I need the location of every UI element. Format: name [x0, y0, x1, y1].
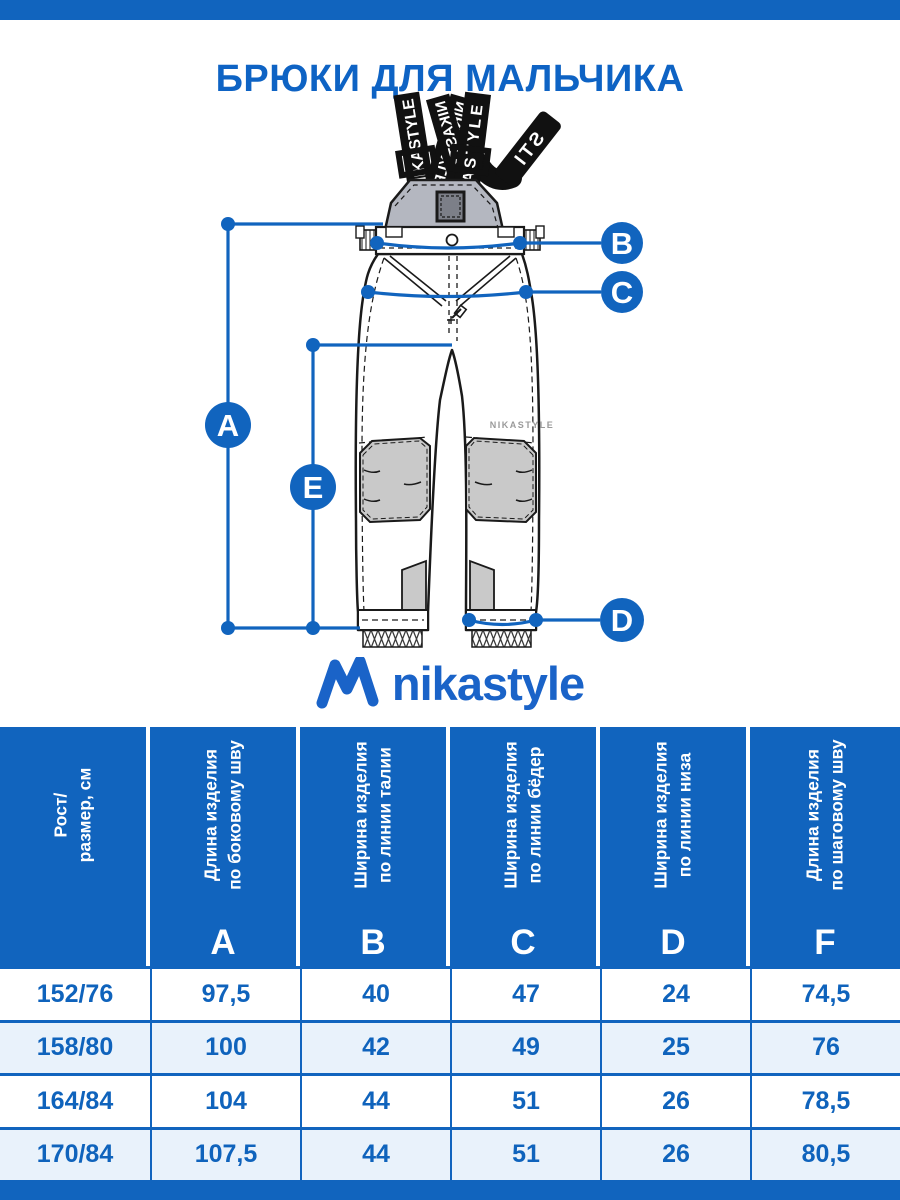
- table-row: 152/76 97,5 40 47 24 74,5: [0, 966, 900, 1020]
- row-size: 164/84: [36, 1086, 114, 1115]
- waistband: [355, 225, 545, 256]
- size-table-header: Рост/ размер, см Длина изделия по боково…: [0, 727, 900, 966]
- size-table-body: 152/76 97,5 40 47 24 74,5 158/80 100 42 …: [0, 966, 900, 1180]
- row-value-d: 26: [600, 1129, 750, 1180]
- header-letter-b: B: [360, 923, 386, 962]
- svg-text:B: B: [611, 226, 633, 261]
- row-value-c: 51: [450, 1129, 600, 1180]
- row-value-a: 104: [150, 1076, 300, 1127]
- size-table: Рост/ размер, см Длина изделия по боково…: [0, 727, 900, 1180]
- top-accent-bar: [0, 0, 900, 20]
- row-value-f: 76: [750, 1022, 900, 1073]
- header-letter-f: F: [814, 923, 836, 962]
- marker-d: D: [600, 598, 644, 642]
- page-title: БРЮКИ ДЛЯ МАЛЬЧИКА: [215, 58, 685, 101]
- header-cell-size: Рост/ размер, см: [0, 727, 150, 966]
- strap-buckle-right: [448, 143, 492, 177]
- row-value-d: 26: [600, 1076, 750, 1127]
- header-label-b: Ширина изделия по линии талии: [350, 741, 394, 889]
- svg-text:D: D: [611, 603, 633, 638]
- suspender-front-straps: NIKASTYLE ASTYLE: [393, 91, 492, 195]
- marker-b: B: [601, 222, 643, 264]
- row-value-b: 44: [300, 1129, 450, 1180]
- table-row: 170/84 107,5 44 51 26 80,5: [0, 1126, 900, 1180]
- header-letter-a: A: [210, 923, 236, 962]
- header-label-f: Длина изделия по шаговому шву: [802, 739, 846, 891]
- snow-gaiters: [401, 559, 495, 613]
- header-cell-f: Длина изделия по шаговому шву F: [750, 727, 900, 966]
- strap-buckle-left: [395, 144, 439, 179]
- row-value-a: 97,5: [150, 969, 300, 1020]
- header-letter-d: D: [660, 923, 686, 962]
- marker-e: E: [290, 464, 336, 510]
- row-value-d: 24: [600, 969, 750, 1020]
- garment-brand-label: NIKASTYLE: [490, 420, 555, 430]
- bib-panel: [383, 178, 505, 232]
- header-label-c: Ширина изделия по линии бёдер: [500, 741, 544, 889]
- row-value-f: 74,5: [750, 969, 900, 1020]
- header-label-size: Рост/ размер, см: [50, 767, 94, 863]
- row-value-f: 78,5: [750, 1076, 900, 1127]
- zipper-pull-icon: [447, 304, 468, 324]
- measurement-dots: [221, 217, 543, 635]
- row-value-a: 100: [150, 1022, 300, 1073]
- header-label-a: Длина изделия по боковому шву: [200, 740, 244, 890]
- header-letter-c: C: [510, 923, 536, 962]
- pants-technical-drawing: NIKASTYLE NIKASTYLE STI NIKASTYLE ASTYLE: [205, 91, 644, 648]
- svg-text:E: E: [303, 470, 324, 505]
- row-value-d: 25: [600, 1022, 750, 1073]
- brand-logo-icon: [316, 657, 379, 709]
- header-cell-c: Ширина изделия по линии бёдер C: [450, 727, 600, 966]
- row-value-c: 49: [450, 1022, 600, 1073]
- table-row: 164/84 104 44 51 26 78,5: [0, 1073, 900, 1127]
- row-value-c: 51: [450, 1076, 600, 1127]
- row-value-b: 44: [300, 1076, 450, 1127]
- row-size: 152/76: [36, 979, 114, 1008]
- row-value-b: 42: [300, 1022, 450, 1073]
- svg-text:A: A: [217, 408, 239, 443]
- row-size: 170/84: [36, 1140, 114, 1169]
- header-cell-b: Ширина изделия по линии талии B: [300, 727, 450, 966]
- header-cell-a: Длина изделия по боковому шву A: [150, 727, 300, 966]
- row-value-f: 80,5: [750, 1129, 900, 1180]
- brand-logo: nikastyle: [0, 652, 900, 714]
- row-size: 158/80: [36, 1033, 114, 1062]
- header-cell-d: Ширина изделия по линии низа D: [600, 727, 750, 966]
- marker-c: C: [601, 271, 643, 313]
- waist-button: [445, 233, 459, 247]
- brand-logo-text: nikastyle: [391, 656, 585, 710]
- table-row: 158/80 100 42 49 25 76: [0, 1019, 900, 1073]
- bottom-accent-bar: [0, 1180, 900, 1200]
- bib-pocket: [435, 190, 466, 223]
- row-value-c: 47: [450, 969, 600, 1020]
- marker-a: A: [205, 402, 251, 448]
- svg-text:C: C: [611, 275, 633, 310]
- leg-cuffs: [357, 609, 537, 648]
- knee-patches: [359, 436, 537, 524]
- row-value-a: 107,5: [150, 1129, 300, 1180]
- header-label-d: Ширина изделия по линии низа: [650, 741, 694, 889]
- row-value-b: 40: [300, 969, 450, 1020]
